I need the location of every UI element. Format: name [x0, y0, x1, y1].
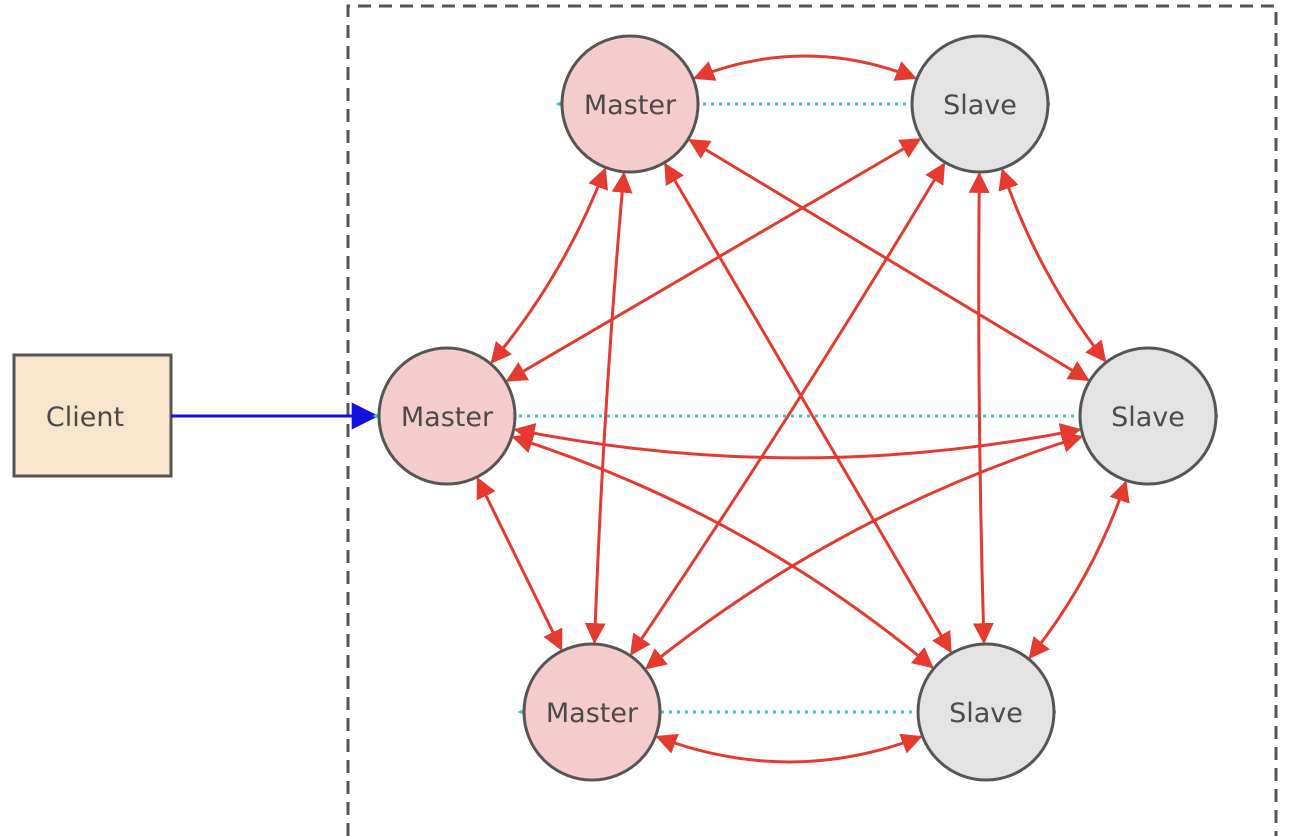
slave-node-s2[interactable]: Slave: [1078, 346, 1218, 486]
master-circle: [522, 642, 662, 782]
slave-node-s1[interactable]: Slave: [910, 34, 1050, 174]
gossip-edge-m2-s2: [513, 423, 1082, 460]
master-node-m1[interactable]: Master: [560, 34, 700, 174]
gossip-edge-m1-m3: [584, 171, 633, 645]
client-label: Client: [46, 402, 124, 433]
master-label: Master: [546, 698, 639, 729]
master-label: Master: [401, 402, 494, 433]
slave-circle: [1078, 346, 1218, 486]
gossip-edge-m3-s3: [655, 733, 923, 764]
gossip-edge-s1-m2: [505, 138, 922, 382]
gossip-edge-m1-s2: [688, 138, 1090, 382]
gossip-edge-s2-m3: [644, 432, 1084, 670]
gossip-edge-s1-m3: [630, 162, 946, 656]
slave-circle: [910, 34, 1050, 174]
gossip-edge-s1-s3: [968, 171, 994, 645]
gossip-edge-m2-m3: [476, 476, 563, 652]
gossip-edge-s2-s3: [1028, 480, 1130, 660]
slave-node-s3[interactable]: Slave: [916, 642, 1056, 782]
master-circle: [377, 346, 517, 486]
cluster-boundary: [346, 4, 1278, 836]
gossip-edge-m2-s3: [511, 433, 934, 669]
master-label: Master: [584, 90, 677, 121]
master-node-m3[interactable]: Master: [522, 642, 662, 782]
master-node-m2[interactable]: Master: [377, 346, 517, 486]
client-node[interactable]: Client: [12, 353, 173, 478]
gossip-edges: [476, 54, 1130, 764]
gossip-edge-s1-s2: [998, 168, 1107, 363]
slave-label: Slave: [1111, 402, 1185, 433]
gossip-edge-m1-s3: [664, 162, 952, 654]
slave-label: Slave: [949, 698, 1023, 729]
client-box: [12, 353, 173, 478]
gossip-edge-m1-s1: [693, 54, 917, 81]
slave-circle: [916, 642, 1056, 782]
master-circle: [560, 34, 700, 174]
slave-label: Slave: [943, 90, 1017, 121]
